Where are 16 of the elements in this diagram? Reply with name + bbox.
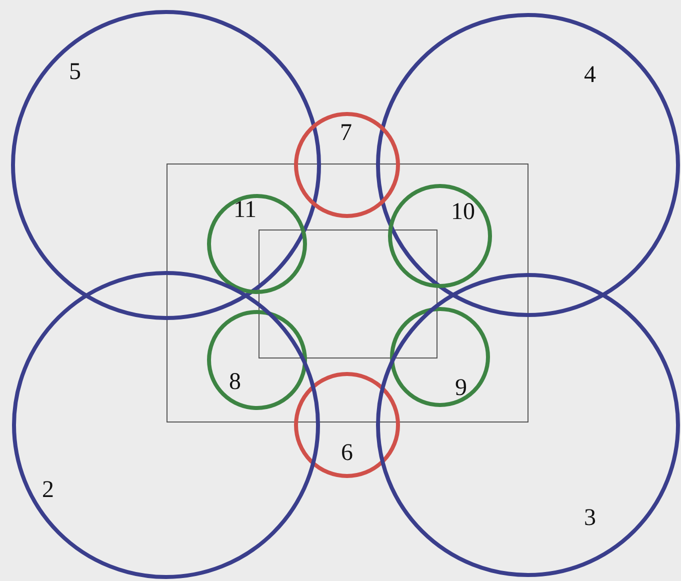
region-number: 5 bbox=[69, 60, 81, 84]
circle bbox=[11, 10, 321, 320]
region-number: 6 bbox=[341, 441, 353, 465]
region-number: 8 bbox=[229, 370, 241, 394]
region-number: 4 bbox=[584, 63, 596, 87]
region-number: 7 bbox=[340, 121, 352, 145]
region-number: 10 bbox=[451, 200, 475, 224]
region-number: 2 bbox=[42, 478, 54, 502]
circle bbox=[294, 372, 400, 478]
circle bbox=[294, 112, 400, 218]
circle bbox=[12, 271, 320, 579]
circle bbox=[376, 273, 680, 577]
region-number: 9 bbox=[455, 376, 467, 400]
region-number: 11 bbox=[233, 198, 257, 222]
circle bbox=[376, 13, 680, 317]
region-number: 3 bbox=[584, 506, 596, 530]
